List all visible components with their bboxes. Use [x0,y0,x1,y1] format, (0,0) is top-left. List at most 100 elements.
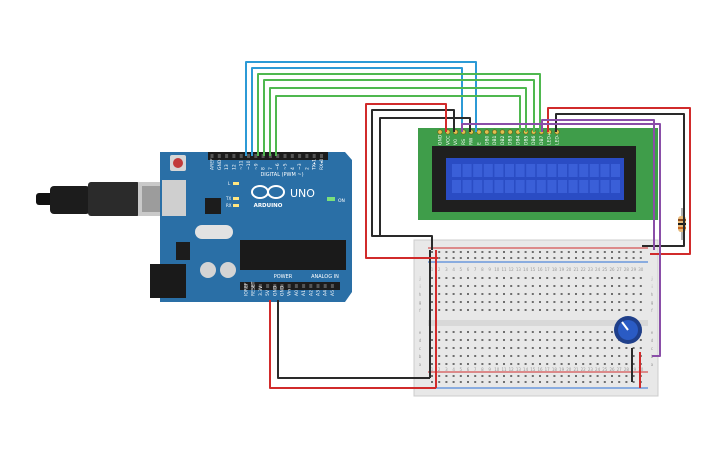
rail-hole[interactable] [632,381,635,383]
bb-hole[interactable] [503,331,505,333]
bb-hole[interactable] [510,277,513,279]
bb-hole[interactable] [596,293,599,295]
bb-hole[interactable] [625,293,628,295]
bb-hole[interactable] [596,355,599,357]
bb-hole[interactable] [474,285,477,287]
bb-hole[interactable] [531,347,534,349]
bb-hole[interactable] [431,355,433,357]
rail-hole[interactable] [582,257,585,259]
bb-hole[interactable] [481,293,484,295]
bb-hole[interactable] [459,301,462,303]
rail-hole[interactable] [438,375,441,377]
rail-hole[interactable] [603,257,606,259]
bb-hole[interactable] [481,331,484,333]
rail-hole[interactable] [524,375,527,377]
bb-hole[interactable] [553,277,556,279]
bb-hole[interactable] [488,331,491,333]
rail-hole[interactable] [618,257,621,259]
bb-hole[interactable] [589,339,592,341]
bb-hole[interactable] [495,301,498,303]
digital-pin[interactable] [312,154,316,158]
bb-hole[interactable] [596,301,599,303]
bb-hole[interactable] [488,309,491,311]
bb-hole[interactable] [524,301,527,303]
bb-hole[interactable] [546,293,549,295]
bb-hole[interactable] [510,285,513,287]
bb-hole[interactable] [589,301,592,303]
bb-hole[interactable] [445,285,448,287]
bb-hole[interactable] [611,363,613,365]
lcd-pin[interactable] [492,129,498,135]
bb-hole[interactable] [495,363,498,365]
rail-hole[interactable] [481,257,484,259]
bb-hole[interactable] [603,363,606,365]
bb-hole[interactable] [611,355,613,357]
bb-hole[interactable] [603,339,606,341]
bb-hole[interactable] [639,347,642,349]
rail-hole[interactable] [503,251,505,253]
bb-hole[interactable] [603,301,606,303]
wire-green-db5[interactable] [269,87,527,156]
bb-hole[interactable] [438,309,441,311]
digital-pin[interactable] [239,154,243,158]
bb-hole[interactable] [575,301,577,303]
bb-hole[interactable] [589,331,592,333]
bb-hole[interactable] [452,339,455,341]
bb-hole[interactable] [445,293,448,295]
wire-purple-v0[interactable] [461,123,661,357]
rail-hole[interactable] [582,381,585,383]
bb-hole[interactable] [503,309,505,311]
bb-hole[interactable] [539,285,541,287]
rail-hole[interactable] [503,375,505,377]
bb-hole[interactable] [567,293,570,295]
rail-hole[interactable] [596,251,599,253]
rail-hole[interactable] [611,375,613,377]
bb-hole[interactable] [517,301,520,303]
rail-hole[interactable] [531,257,534,259]
rail-hole[interactable] [531,251,534,253]
bb-hole[interactable] [524,339,527,341]
bb-hole[interactable] [474,355,477,357]
power-pin[interactable] [273,284,277,288]
rail-hole[interactable] [474,381,477,383]
rail-hole[interactable] [553,257,556,259]
bb-hole[interactable] [589,293,592,295]
rail-hole[interactable] [632,375,635,377]
bb-hole[interactable] [575,339,577,341]
rail-hole[interactable] [553,381,556,383]
rail-hole[interactable] [467,375,469,377]
bb-hole[interactable] [510,355,513,357]
bb-hole[interactable] [459,285,462,287]
bb-hole[interactable] [625,285,628,287]
bb-hole[interactable] [517,347,520,349]
bb-hole[interactable] [445,339,448,341]
rail-hole[interactable] [459,251,462,253]
bb-hole[interactable] [431,309,433,311]
bb-hole[interactable] [618,309,621,311]
bb-hole[interactable] [560,331,563,333]
bb-hole[interactable] [625,355,628,357]
bb-hole[interactable] [510,347,513,349]
bb-hole[interactable] [495,285,498,287]
wire-black-arduino-gnd[interactable] [277,300,430,379]
rail-hole[interactable] [567,251,570,253]
bb-hole[interactable] [467,301,469,303]
bb-hole[interactable] [575,363,577,365]
bb-hole[interactable] [546,363,549,365]
bb-hole[interactable] [481,347,484,349]
bb-hole[interactable] [546,277,549,279]
bb-hole[interactable] [553,363,556,365]
bb-hole[interactable] [546,301,549,303]
rail-hole[interactable] [575,375,577,377]
bb-hole[interactable] [589,363,592,365]
bb-hole[interactable] [459,355,462,357]
rail-hole[interactable] [488,381,491,383]
rail-hole[interactable] [560,375,563,377]
lcd-pin[interactable] [437,129,443,135]
bb-hole[interactable] [596,363,599,365]
wire-red-lcd-vcc[interactable] [365,103,447,259]
rail-hole[interactable] [625,251,628,253]
bb-hole[interactable] [467,347,469,349]
bb-hole[interactable] [445,363,448,365]
